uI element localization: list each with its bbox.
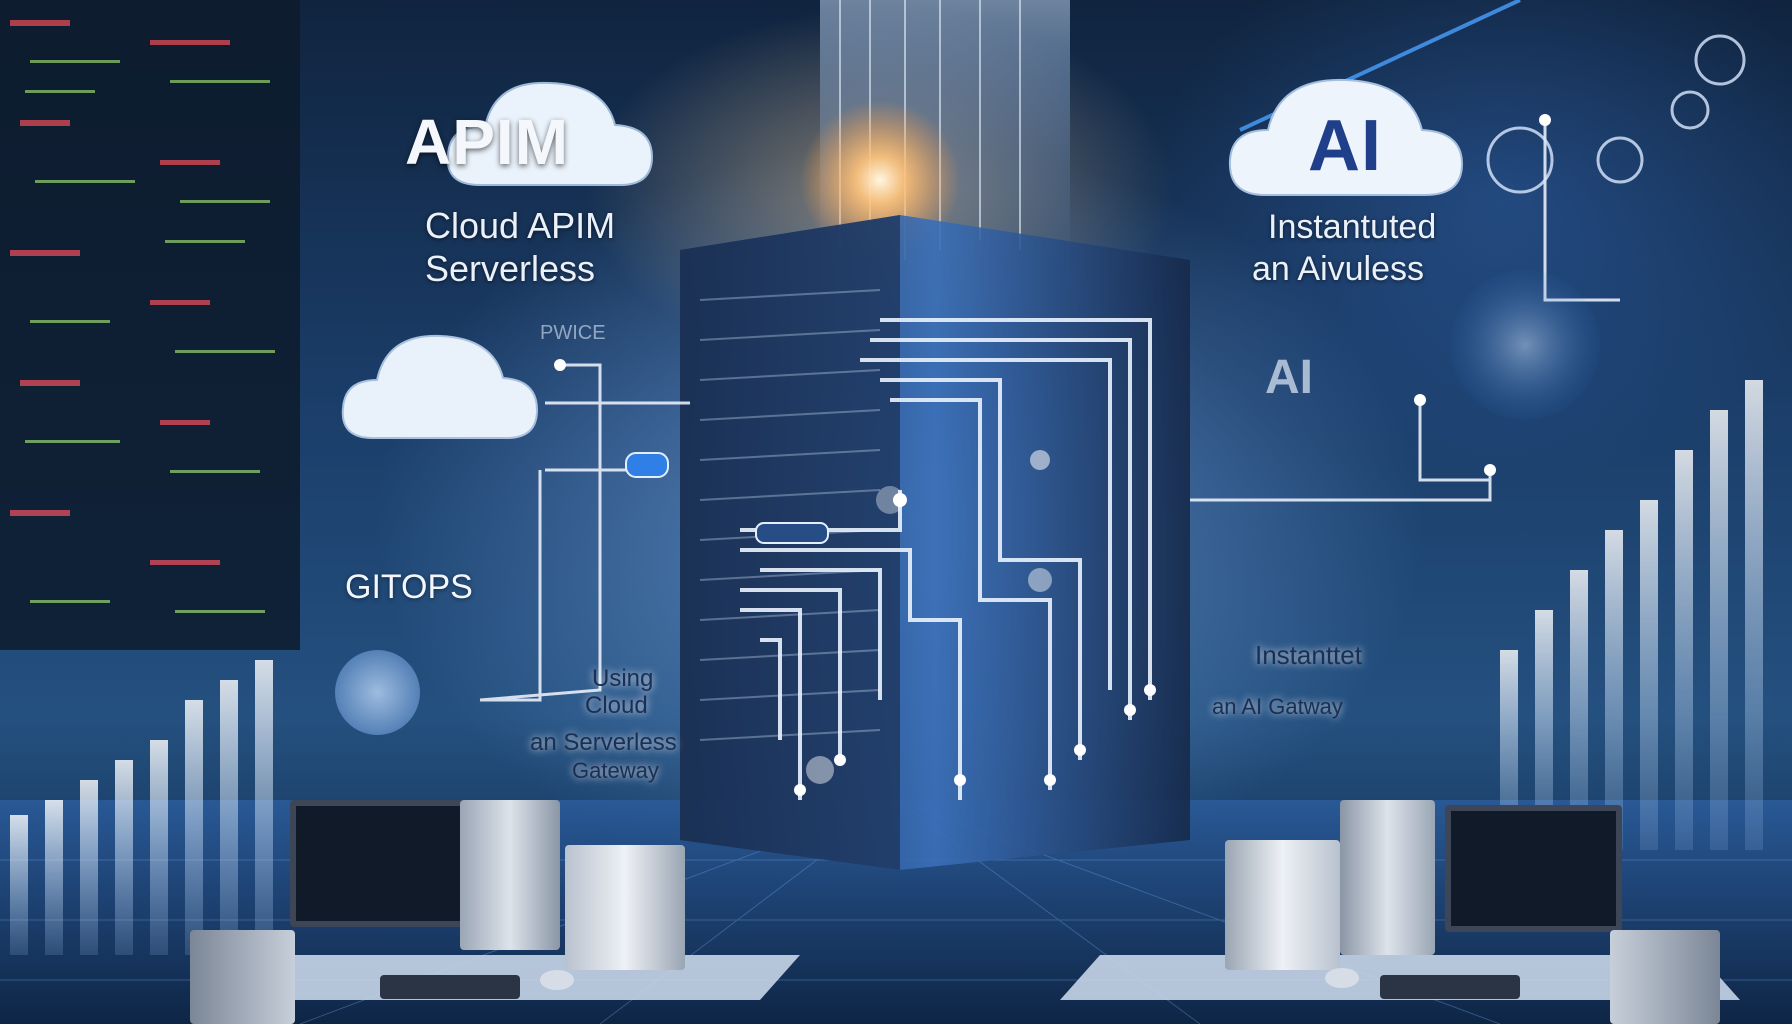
keyboard-icon bbox=[1380, 975, 1520, 999]
right-cloud-label: AI bbox=[1308, 106, 1382, 186]
center-right-line2: an AI Gatway bbox=[1212, 694, 1343, 719]
right-chip-label: AI bbox=[1265, 351, 1313, 404]
center-left-line2: Cloud bbox=[585, 692, 648, 719]
server-tower-icon bbox=[1610, 930, 1720, 1024]
server-tower-icon bbox=[1225, 840, 1340, 970]
center-left-line4: Gateway bbox=[572, 758, 659, 783]
center-left-line1: Using bbox=[592, 665, 654, 692]
connector-node-icon bbox=[625, 452, 669, 478]
right-bar-graph bbox=[1500, 380, 1763, 850]
left-bar-graph bbox=[10, 660, 273, 955]
center-left-line3: an Serverless bbox=[530, 729, 677, 756]
server-tower-icon bbox=[1340, 800, 1435, 955]
server-tower-icon bbox=[565, 845, 685, 970]
left-panel-title: APIM bbox=[405, 106, 569, 178]
monitor-icon bbox=[1445, 805, 1622, 932]
keyboard-icon bbox=[380, 975, 520, 999]
monitor-icon bbox=[290, 800, 467, 927]
cloud-icon bbox=[446, 81, 654, 186]
gitops-label: GITOPS bbox=[345, 568, 473, 606]
left-panel-line1: Cloud APIM bbox=[425, 205, 616, 246]
mouse-icon bbox=[540, 970, 574, 990]
right-panel-line2: an Aivuless bbox=[1252, 250, 1424, 288]
mouse-icon bbox=[1325, 968, 1359, 988]
center-right-line1: Instanttet bbox=[1255, 640, 1362, 670]
server-tower-icon bbox=[460, 800, 560, 950]
code-wall-left bbox=[0, 0, 300, 650]
server-tower-icon bbox=[190, 930, 295, 1024]
connector-node-icon bbox=[755, 522, 829, 544]
ai-cloud-icon bbox=[1228, 78, 1464, 196]
cloud-icon bbox=[341, 334, 539, 439]
connector-node-icon bbox=[335, 650, 420, 735]
central-server-tower bbox=[680, 215, 1190, 870]
faint-label: PWICE bbox=[540, 322, 606, 344]
left-panel-line2: Serverless bbox=[425, 248, 596, 289]
right-panel-line1: Instantuted bbox=[1268, 208, 1437, 246]
